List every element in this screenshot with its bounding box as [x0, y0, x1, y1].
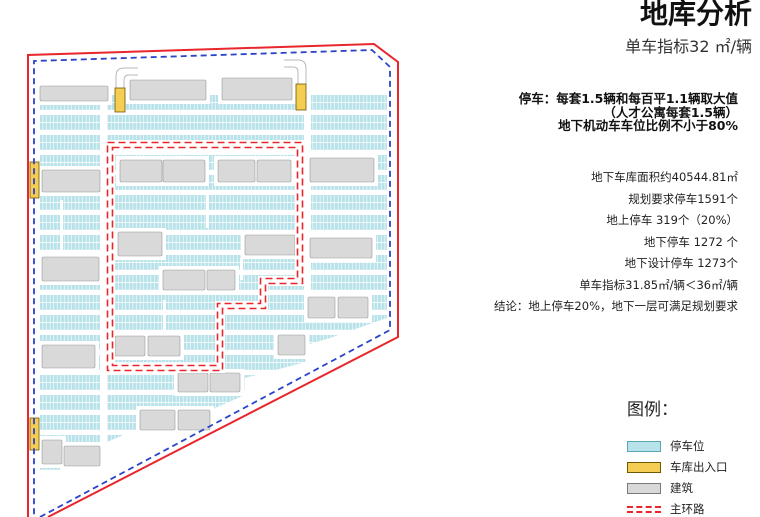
ramp-curve	[284, 59, 307, 84]
ramp-curve	[123, 74, 138, 88]
legend-item-entrance: 车库出入口	[627, 460, 728, 474]
building	[147, 335, 181, 357]
page-subtitle: 单车指标32 ㎡/辆	[625, 37, 752, 56]
building	[41, 169, 101, 193]
garage-entrance	[295, 83, 307, 111]
building	[41, 256, 100, 282]
building	[129, 79, 207, 101]
building	[206, 269, 236, 291]
stat-line: 地上停车 319个（20%）	[606, 213, 738, 227]
page-title: 地库分析	[639, 0, 752, 30]
stat-line: 单车指标31.85㎡/辆＜36㎡/辆	[579, 277, 738, 292]
main-loop-road-outer-line	[106, 141, 304, 372]
building	[209, 372, 241, 393]
stat-line: 地下车库面积约40544.81㎡	[591, 170, 738, 184]
site-boundary-line	[27, 42, 399, 517]
basement-boundary-line	[33, 49, 391, 517]
building	[117, 231, 163, 257]
main-loop-road-swatch	[627, 505, 661, 513]
building	[41, 344, 96, 369]
legend-label: 停车位	[670, 439, 705, 453]
legend-item-building: 建筑	[627, 481, 693, 495]
ramp-curves	[115, 59, 307, 88]
building	[244, 234, 296, 256]
stat-line: 规划要求停车1591个	[628, 191, 738, 206]
stat-line: 地下设计停车 1273个	[624, 256, 738, 270]
drive-aisle	[206, 190, 209, 228]
building	[309, 237, 373, 259]
building	[217, 159, 256, 183]
building	[139, 409, 176, 431]
building	[41, 439, 63, 465]
drive-aisle	[304, 95, 311, 300]
main-loop-road-inner-line	[111, 146, 299, 367]
requirement-line: 停车：每套1.5辆和每百平1.1辆取大值	[518, 91, 738, 106]
building	[256, 159, 292, 183]
building	[221, 77, 293, 101]
garage-entrance	[114, 87, 126, 113]
main-loop-road	[105, 140, 305, 373]
building	[307, 296, 336, 319]
drive-aisle	[163, 300, 166, 330]
building	[277, 334, 306, 356]
legend-title: 图例：	[627, 400, 678, 420]
building	[39, 85, 109, 102]
building	[162, 269, 206, 291]
main-loop-road-band	[105, 140, 305, 373]
drive-aisle	[240, 258, 243, 280]
legend-label: 车库出入口	[670, 460, 728, 474]
buildings	[39, 77, 375, 467]
drive-aisle	[100, 95, 107, 445]
ramp-curve	[284, 66, 299, 84]
legend-item-parking: 停车位	[627, 439, 705, 453]
conclusion-line: 结论：地上停车20%，地下一层可满足规划要求	[493, 299, 738, 313]
building	[177, 409, 211, 431]
requirement-line: （人才公寓每套1.5辆）	[603, 104, 738, 120]
building	[337, 296, 369, 319]
building	[162, 159, 206, 183]
stat-line: 地下停车 1272 个	[643, 234, 738, 249]
garage-entrance-swatch	[627, 461, 661, 473]
legend-label: 建筑	[670, 481, 693, 495]
parking-space-swatch	[627, 440, 661, 452]
ramp-curve	[115, 67, 138, 88]
building	[119, 159, 163, 183]
parking-requirements: 停车：每套1.5辆和每百平1.1辆取大值 （人才公寓每套1.5辆） 地下机动车车…	[519, 92, 738, 133]
legend-label: 主环路	[670, 502, 705, 516]
legend-item-main-road: 主环路	[627, 502, 705, 516]
requirement-line: 地下机动车车位比例不小于80%	[558, 118, 738, 133]
parking-statistics: 地下车库面积约40544.81㎡ 规划要求停车1591个 地上停车 319个（2…	[494, 167, 738, 318]
building-swatch	[627, 482, 661, 494]
building	[177, 372, 209, 393]
drive-aisle	[60, 200, 63, 250]
building	[309, 157, 375, 183]
building	[63, 445, 101, 467]
building	[114, 335, 146, 357]
site-plan	[27, 42, 399, 517]
